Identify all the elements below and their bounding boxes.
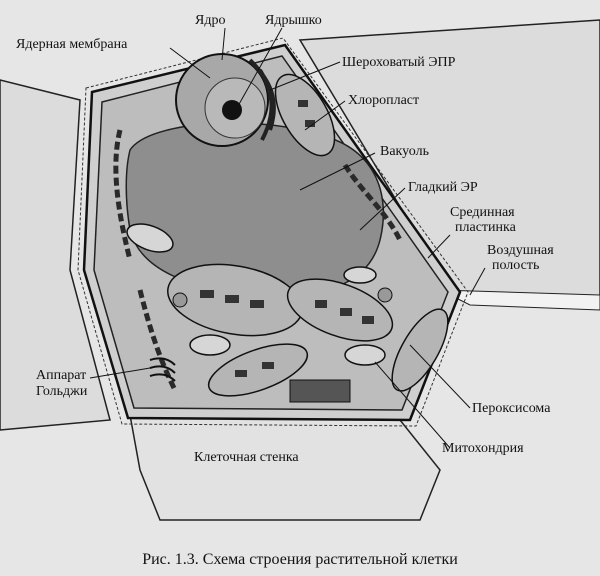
label-rough-er: Шероховатый ЭПР (342, 55, 456, 70)
label-cell-wall: Клеточная стенка (194, 450, 299, 465)
chloroplast (274, 73, 336, 157)
label-chloroplast: Хлоропласт (348, 93, 420, 108)
thylakoid-stacks (200, 100, 374, 377)
label-peroxisome: Пероксисома (472, 401, 551, 416)
mitochondrion (126, 223, 174, 253)
label-smooth-er: Гладкий ЭР (408, 180, 478, 195)
peroxisome (377, 287, 393, 303)
label-vacuole: Вакуоль (380, 144, 429, 159)
neighbor-cell-bottom (129, 414, 441, 521)
nucleolus (222, 100, 242, 120)
air-space (439, 289, 600, 311)
label-mitochondrion: Митохондрия (442, 441, 524, 456)
mitochondrion (343, 266, 377, 284)
chloroplast (207, 343, 309, 397)
leader-lines (89, 27, 486, 449)
mitochondria (126, 223, 386, 366)
mitochondrion (189, 334, 231, 356)
label-air-space-2: полость (492, 258, 540, 273)
rough-er (248, 58, 276, 141)
dark-plastid (289, 379, 351, 403)
label-air-space-1: Воздушная (487, 243, 554, 258)
middle-lamella (77, 37, 469, 427)
figure-caption: Рис. 1.3. Схема строения растительной кл… (142, 551, 458, 568)
label-middle-lamella-2: пластинка (455, 220, 516, 235)
mitochondrion (344, 344, 386, 366)
label-golgi-1: Аппарат (36, 368, 87, 383)
label-golgi-2: Гольджи (36, 384, 88, 399)
chloroplast (391, 308, 449, 392)
label-nucleus: Ядро (195, 13, 226, 28)
neighbor-cell-left (0, 79, 111, 431)
label-middle-lamella-1: Срединная (450, 205, 515, 220)
label-nuclear-membrane: Ядерная мембрана (16, 37, 128, 52)
golgi-apparatus (149, 357, 176, 382)
smooth-er (113, 129, 403, 392)
label-nucleolus: Ядрышко (265, 13, 322, 28)
peroxisome (172, 292, 188, 308)
